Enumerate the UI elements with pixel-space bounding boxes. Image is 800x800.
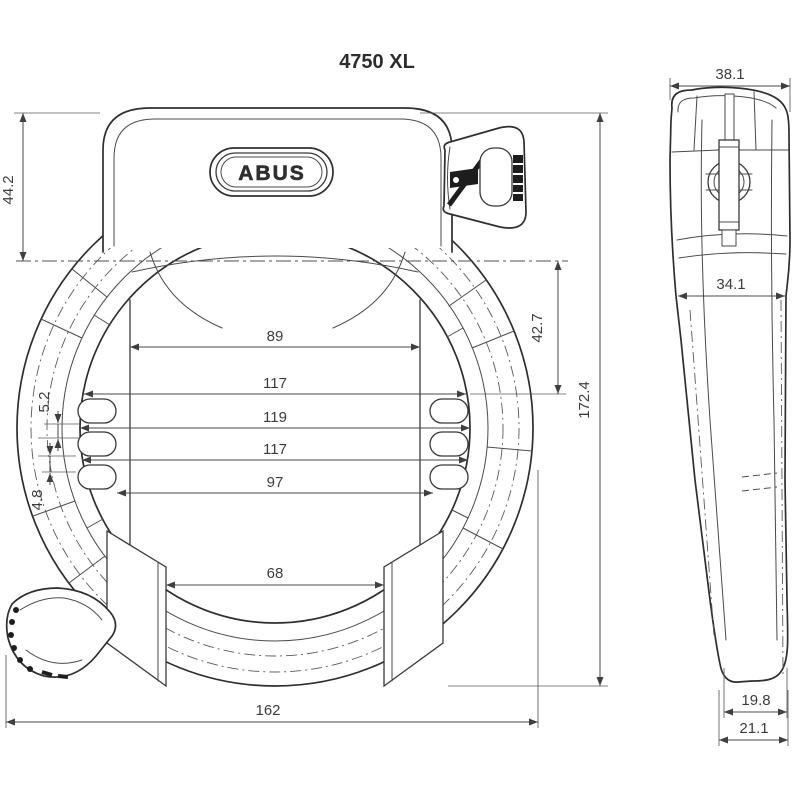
dim-label-97: 97: [267, 474, 284, 491]
dimension-center-to-opening: 42.7: [470, 261, 566, 395]
drawing-title: 4750 XL: [339, 51, 415, 73]
cable-plug-mount: [5, 587, 117, 679]
mounting-leg-right: [383, 529, 444, 688]
dimension-overall-height: 172.4: [420, 112, 608, 687]
dimension-housing-height: 44.2: [0, 112, 100, 261]
dimension-side-top-width: 38.1: [669, 66, 791, 112]
side-key-cylinder: [705, 93, 753, 247]
front-view: ABUS 44.2 89: [0, 107, 608, 728]
rim-slots: [77, 398, 469, 490]
key-handle: [479, 147, 513, 207]
abus-badge: ABUS: [209, 147, 334, 197]
dimension-slot-gap-upper: 5.2: [36, 392, 80, 451]
dim-label-162: 162: [255, 702, 280, 719]
side-key-shaft: [718, 139, 740, 231]
dim-label-4-8: 4.8: [29, 490, 46, 511]
side-view: 38.1 34.1 19.8 21.1: [669, 66, 791, 746]
dimension-channel-width: 89: [130, 328, 420, 351]
dim-label-housing-height: 44.2: [0, 175, 17, 204]
dimension-side-tip-width: 19.8: [723, 668, 788, 718]
opening-top-arc: [131, 255, 419, 273]
key-teeth: [513, 155, 523, 201]
key: [442, 125, 527, 229]
plug-grip-dashes: [41, 670, 69, 679]
dim-label-42-7: 42.7: [529, 313, 546, 342]
dimension-opening-width-max: 119: [80, 409, 470, 432]
dim-label-34-1: 34.1: [716, 276, 745, 293]
dimension-slot-gap-lower: 4.8: [29, 443, 76, 510]
dim-label-21-1: 21.1: [739, 720, 768, 737]
dim-label-117-lower: 117: [263, 441, 287, 458]
dim-label-68: 68: [267, 565, 284, 582]
dimension-side-body-width: 34.1: [678, 276, 785, 300]
dimension-opening-width-upper: 117: [84, 375, 466, 398]
abus-badge-text: ABUS: [238, 162, 306, 185]
dimension-slot-span-width: 97: [117, 474, 433, 497]
dim-label-119: 119: [263, 409, 287, 426]
dimension-opening-width-lower: 117: [82, 441, 468, 464]
mounting-leg-left: [106, 529, 167, 688]
ring-segment-ticks: [32, 268, 533, 584]
dim-label-19-8: 19.8: [741, 692, 770, 709]
dim-label-117-upper: 117: [263, 375, 287, 392]
dimension-leg-gap: 68: [166, 565, 384, 589]
key-slot-pin: [453, 177, 459, 183]
dim-label-172-4: 172.4: [576, 381, 593, 419]
dimension-overall-width: 162: [5, 470, 539, 728]
dim-label-5-2: 5.2: [36, 392, 53, 413]
key-fin: [446, 157, 486, 207]
side-key-shaft-stub: [721, 229, 737, 247]
dim-label-89: 89: [267, 328, 284, 345]
side-key-shaft-thin: [724, 93, 735, 141]
dimension-side-base-width: 21.1: [718, 690, 789, 746]
plug-rivet-dots: [8, 607, 33, 672]
dim-label-38-1: 38.1: [715, 66, 744, 83]
